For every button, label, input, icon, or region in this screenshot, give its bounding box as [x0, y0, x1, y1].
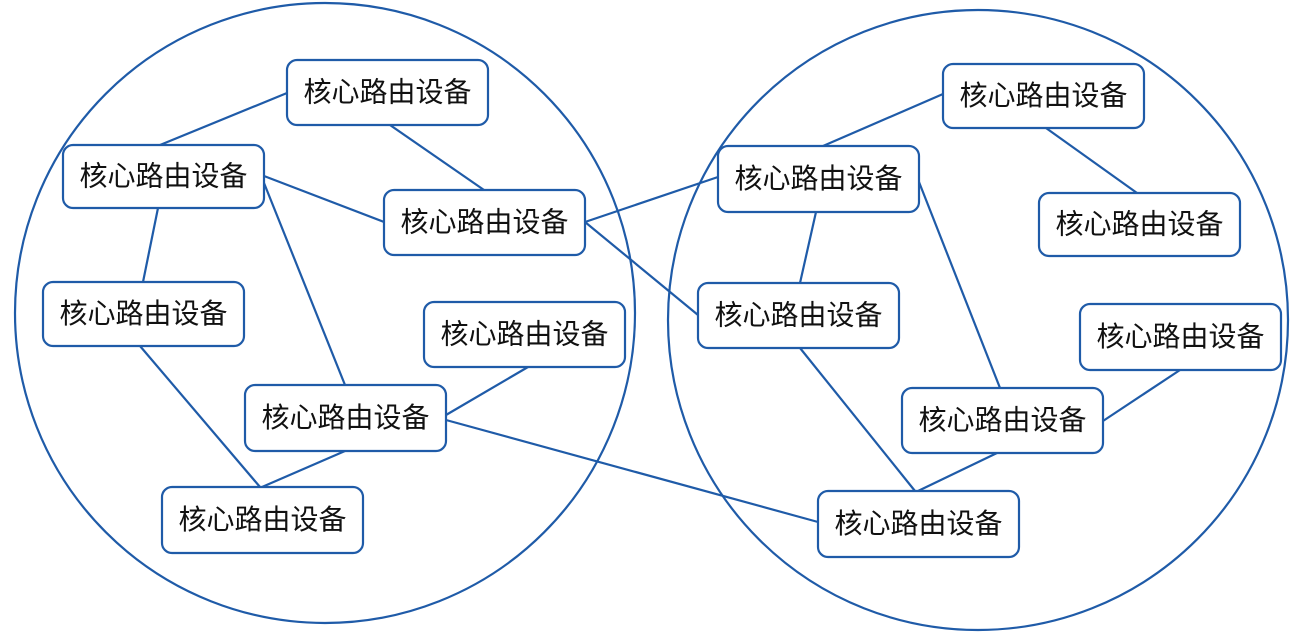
- router-label: 核心路由设备: [834, 507, 1002, 540]
- link-L3-R2: [584, 175, 719, 224]
- router-node-L3: 核心路由设备: [382, 188, 587, 257]
- router-node-R6: 核心路由设备: [900, 386, 1105, 455]
- router-box: [285, 58, 490, 127]
- router-label: 核心路由设备: [714, 299, 882, 332]
- link-L1-L2: [159, 91, 288, 147]
- router-box: [941, 62, 1146, 130]
- router-node-L5: 核心路由设备: [422, 300, 627, 369]
- router-node-L1: 核心路由设备: [285, 58, 490, 127]
- router-label: 核心路由设备: [303, 76, 471, 109]
- router-label: 核心路由设备: [59, 297, 227, 330]
- left-network-circle: [13, 1, 637, 625]
- router-node-R2: 核心路由设备: [716, 144, 921, 214]
- link-L2-L3: [263, 174, 385, 224]
- router-node-L7: 核心路由设备: [160, 485, 365, 555]
- router-node-L2: 核心路由设备: [61, 143, 266, 210]
- router-box: [816, 489, 1021, 559]
- regions-layer: [13, 1, 1290, 632]
- link-R2-R4: [798, 211, 818, 284]
- router-box: [382, 188, 587, 257]
- link-L4-L7: [139, 345, 261, 488]
- link-R1-R3: [1045, 127, 1138, 194]
- router-label: 核心路由设备: [918, 404, 1086, 437]
- link-R5-R6: [1102, 369, 1181, 422]
- router-box: [696, 281, 901, 350]
- router-node-R4: 核心路由设备: [696, 281, 901, 350]
- right-network-circle: [666, 8, 1290, 632]
- router-box: [422, 300, 627, 369]
- router-label: 核心路由设备: [261, 401, 429, 434]
- link-L6-L7: [261, 449, 346, 489]
- link-L5-L6: [445, 366, 529, 416]
- router-box: [1037, 191, 1242, 258]
- link-R4-R7: [799, 347, 916, 492]
- router-label: 核心路由设备: [79, 160, 247, 193]
- router-node-R5: 核心路由设备: [1078, 302, 1283, 372]
- link-L3-R4: [584, 221, 699, 316]
- router-box: [243, 383, 448, 453]
- router-box: [41, 280, 246, 348]
- router-node-R1: 核心路由设备: [941, 62, 1146, 130]
- link-L2-L6: [262, 182, 347, 386]
- router-label: 核心路由设备: [734, 162, 902, 195]
- router-box: [160, 485, 365, 555]
- router-label: 核心路由设备: [959, 79, 1127, 112]
- link-L1-L3: [389, 124, 485, 191]
- link-L6-R7: [445, 418, 819, 524]
- link-R2-R6: [917, 181, 1002, 389]
- router-box: [716, 144, 921, 214]
- router-node-R7: 核心路由设备: [816, 489, 1021, 559]
- edges-layer: [139, 91, 1181, 524]
- router-label: 核心路由设备: [400, 206, 568, 239]
- link-L2-L4: [141, 207, 160, 283]
- router-node-L4: 核心路由设备: [41, 280, 246, 348]
- router-box: [1078, 302, 1283, 372]
- router-node-R3: 核心路由设备: [1037, 191, 1242, 258]
- nodes-layer: 核心路由设备核心路由设备核心路由设备核心路由设备核心路由设备核心路由设备核心路由…: [41, 58, 1283, 559]
- router-node-L6: 核心路由设备: [243, 383, 448, 453]
- link-R1-R2: [822, 92, 944, 148]
- router-label: 核心路由设备: [1055, 208, 1223, 241]
- link-R6-R7: [917, 452, 998, 492]
- router-box: [61, 143, 266, 210]
- router-label: 核心路由设备: [1096, 320, 1264, 353]
- router-label: 核心路由设备: [440, 318, 608, 351]
- router-label: 核心路由设备: [178, 503, 346, 536]
- router-box: [900, 386, 1105, 455]
